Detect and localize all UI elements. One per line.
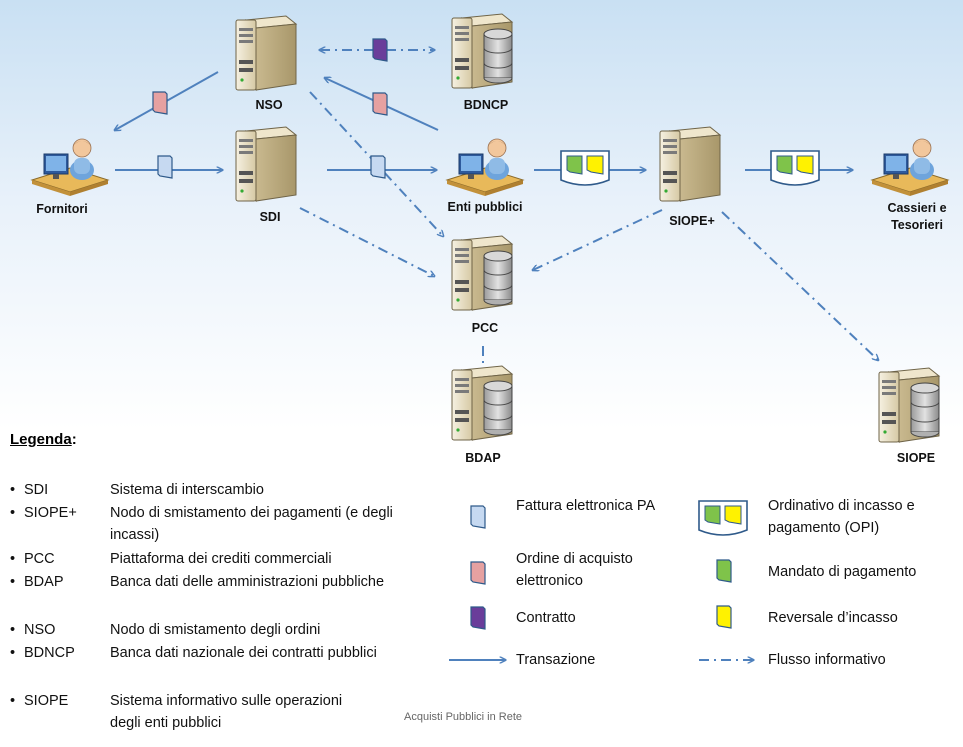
legend-reversale-icon (716, 605, 732, 629)
label-fornitori: Fornitori (36, 202, 88, 216)
cassieri-person-icon (871, 138, 949, 197)
contratto-doc-icon (372, 38, 388, 62)
legend-fattura-label: Fattura elettronica PA (516, 498, 656, 514)
label-bdap: BDAP (465, 451, 501, 465)
legend-transazione-label: Transazione (516, 652, 596, 668)
opi-doc-icon (560, 150, 610, 186)
legend-mandato-label: Mandato di pagamento (768, 564, 917, 580)
watermark: Acquisti Pubblici in Rete (404, 711, 523, 723)
legend-ordine-label: Ordine di acquisto elettronico (516, 551, 633, 589)
siope-database-icon (879, 368, 939, 442)
label-cassieri: Cassieri e Tesorieri (887, 201, 947, 232)
legend-contratto-icon (470, 606, 486, 630)
label-siopeplus: SIOPE+ (669, 214, 715, 228)
legend-ordine-icon (470, 561, 486, 585)
legend-title: Legenda: (10, 431, 77, 448)
flow-siopeplus-siope (721, 211, 878, 360)
label-sdi: SDI (259, 210, 281, 224)
legend-opi-icon (698, 500, 748, 536)
ordine-doc-icon (152, 91, 168, 115)
label-nso: NSO (255, 98, 283, 112)
label-bdncp: BDNCP (463, 98, 509, 112)
pcc-database-icon (452, 236, 512, 310)
info-flows (299, 50, 878, 382)
bdap-database-icon (452, 366, 512, 440)
fattura-doc-icon-2 (370, 155, 386, 179)
flow-sdi-pcc (299, 207, 434, 276)
bdncp-database-icon (452, 14, 512, 88)
legend-opi-label: Ordinativo di incasso e pagamento (OPI) (768, 498, 915, 536)
legend-mandato-icon (716, 559, 732, 583)
flow-siopeplus-pcc (533, 209, 663, 270)
nso-server-icon (235, 15, 297, 91)
label-pcc: PCC (471, 321, 499, 335)
enti-person-icon (446, 138, 524, 197)
legend-entry-siopeplus: •SIOPE+Nodo di smistamento dei pagamenti… (10, 505, 393, 543)
ordine-doc-icon-2 (372, 92, 388, 116)
flow-nso-pcc (309, 91, 443, 236)
label-siope: SIOPE (896, 451, 936, 465)
fattura-doc-icon (157, 155, 173, 179)
siopeplus-server-icon (659, 126, 721, 202)
opi-doc-icon-2 (770, 150, 820, 186)
label-enti: Enti pubblici (447, 200, 523, 214)
legend-fattura-icon (470, 505, 486, 529)
legend-contratto-label: Contratto (516, 610, 576, 626)
legend-reversale-label: Reversale d’incasso (768, 610, 898, 626)
fornitori-person-icon (31, 138, 109, 197)
legend-flusso-label: Flusso informativo (768, 652, 886, 668)
sdi-server-icon (235, 126, 297, 202)
